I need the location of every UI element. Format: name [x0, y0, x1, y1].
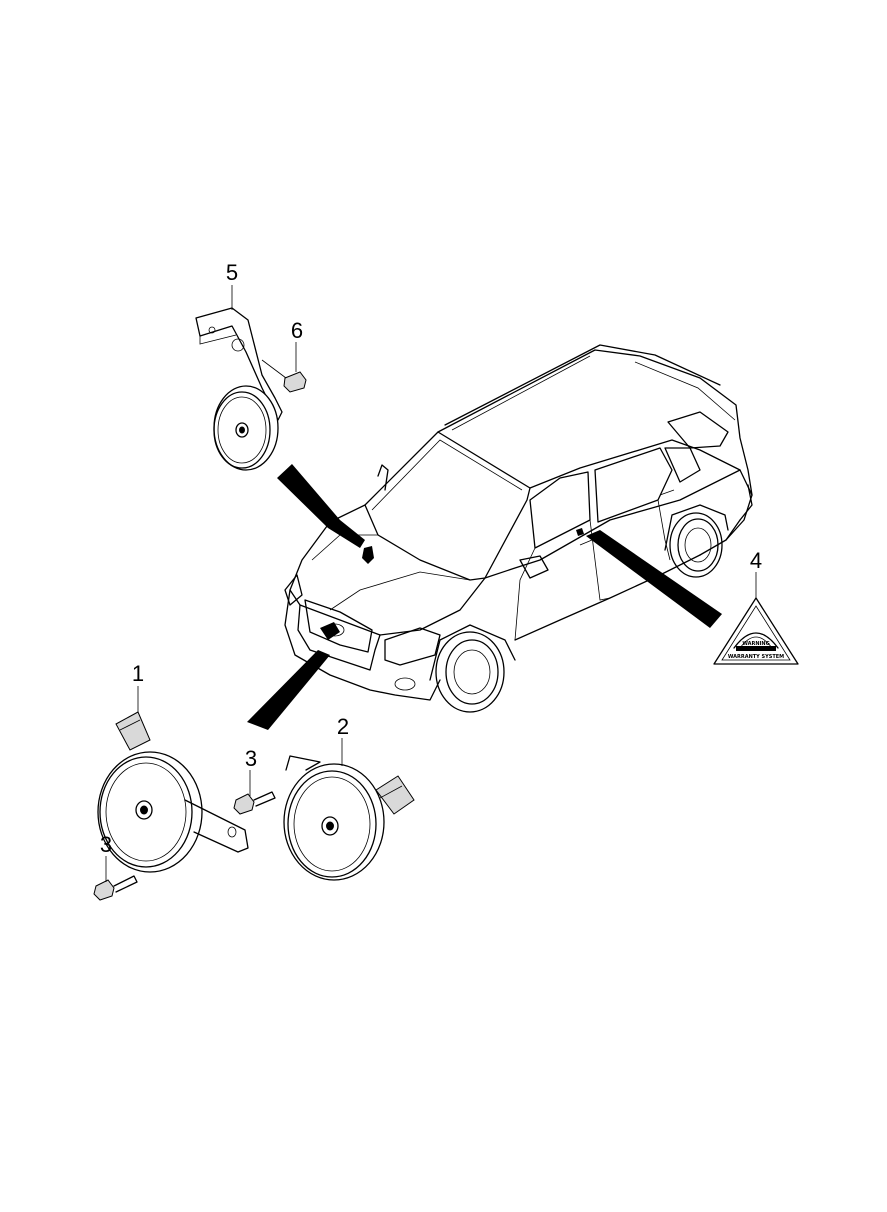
label-bottom-text: WARRANTY SYSTEM	[728, 654, 784, 660]
callout-2: 2	[337, 714, 349, 739]
vehicle-illustration	[284, 344, 753, 713]
location-arrows	[247, 464, 722, 730]
callout-4: 4	[750, 548, 762, 573]
arrow-to-hood-horn	[277, 464, 365, 548]
label-top-text: WARNING	[742, 641, 769, 647]
horn-left	[97, 686, 249, 873]
horn-right	[283, 738, 415, 881]
callout-6: 6	[291, 318, 303, 343]
callout-3-lower: 3	[100, 832, 112, 857]
bolt-upper	[233, 770, 276, 815]
warning-label: WARNING WARRANTY SYSTEM	[713, 572, 799, 665]
horn-with-bracket-top	[195, 285, 307, 471]
callout-1: 1	[132, 661, 144, 686]
bolt-lower	[93, 856, 138, 901]
callout-5: 5	[226, 260, 238, 285]
arrow-to-front-horn	[247, 650, 330, 730]
arrow-to-label	[586, 530, 722, 628]
callout-3-upper: 3	[245, 746, 257, 771]
bolt-6	[283, 371, 307, 393]
